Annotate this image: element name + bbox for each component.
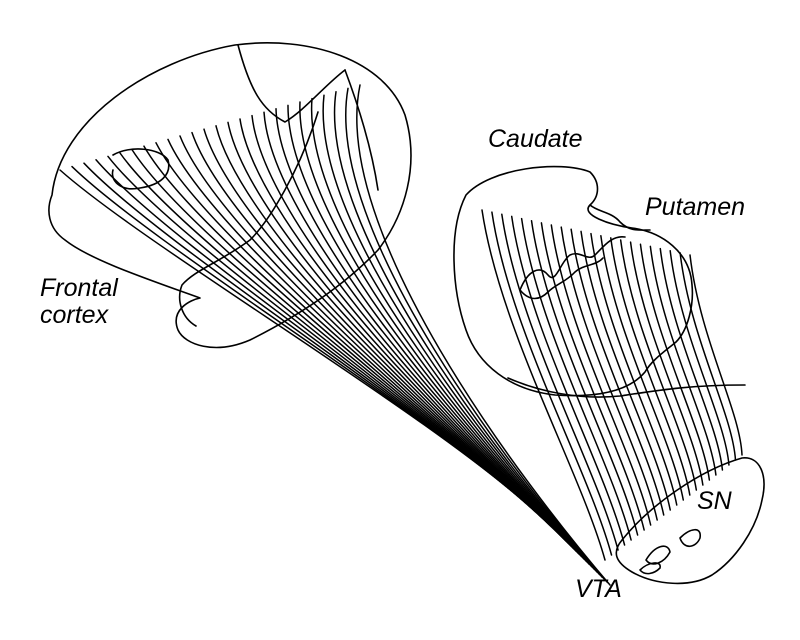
striatum-outline: [453, 165, 746, 398]
cortical-fiber: [83, 162, 551, 526]
striatal-fiber: [629, 241, 704, 486]
striatal-fiber: [530, 219, 639, 536]
striatal-fiber: [610, 237, 691, 496]
striatal-fiber: [510, 215, 626, 546]
striatal-fiber: [619, 239, 698, 491]
cortical-fiber: [287, 104, 596, 571]
cortical-fiber: [322, 94, 603, 578]
striatal-fiber: [649, 245, 717, 476]
striatal-fiber: [550, 224, 652, 526]
cortical-fiber: [310, 97, 601, 576]
striatal-fiber: [560, 226, 658, 521]
substantia-nigra-label: SN: [697, 487, 732, 515]
vta-label: VTA: [575, 575, 622, 603]
striatal-fiber: [600, 234, 685, 501]
putamen-label: Putamen: [645, 193, 746, 221]
striatal-fiber: [491, 211, 613, 556]
striatal-fiber: [540, 222, 645, 531]
striatal-fiber: [580, 230, 671, 511]
cortical-fiber: [345, 87, 609, 584]
midbrain-outline: [615, 457, 765, 585]
striatal-fiber: [679, 252, 737, 461]
striatal-fiber: [520, 217, 632, 541]
cortical-fiber: [71, 165, 549, 524]
striatal-fiber: [689, 254, 743, 456]
mesocortical-fibers: [59, 84, 611, 586]
cortical-fiber: [299, 101, 598, 573]
striatal-fiber: [659, 247, 724, 471]
striatal-fiber: [570, 228, 665, 516]
striatal-fiber: [501, 213, 619, 551]
frontal-cortex-label: Frontal cortex: [40, 274, 118, 329]
cortical-fiber: [131, 148, 562, 537]
caudate-label: Caudate: [488, 125, 583, 153]
striatal-fiber: [639, 243, 711, 481]
striatal-fiber: [590, 232, 678, 506]
striatal-fiber: [669, 249, 730, 466]
nigrostriatal-fibers: [481, 209, 743, 561]
cortical-fiber: [356, 84, 611, 586]
cortical-fiber: [333, 91, 606, 581]
striatal-fiber: [481, 209, 606, 561]
